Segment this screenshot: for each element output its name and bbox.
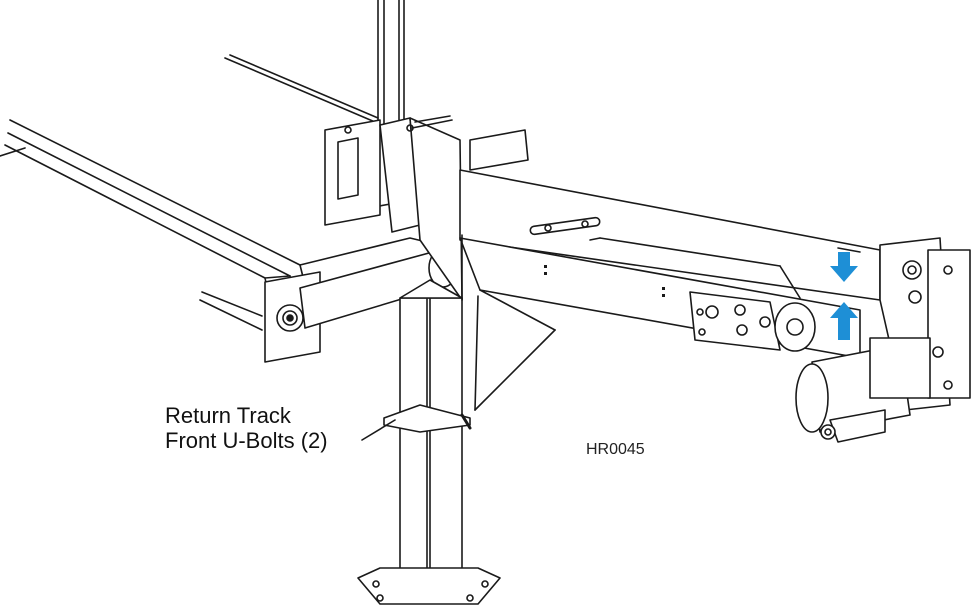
arrow-up-icon xyxy=(830,302,858,340)
callout-label: Return Track Front U-Bolts (2) xyxy=(165,403,328,453)
top-vertical-rods xyxy=(377,0,405,131)
callout-line-1: Return Track xyxy=(165,403,291,428)
support-column xyxy=(357,234,501,605)
u-bolt xyxy=(383,404,472,433)
figure-id: HR0045 xyxy=(586,441,645,458)
upright-plates xyxy=(324,115,463,301)
diagonal-brace xyxy=(474,289,556,411)
callout-leader-line xyxy=(361,419,396,441)
arrow-down-icon xyxy=(830,252,858,282)
tension-assembly xyxy=(689,291,816,352)
right-conveyor-beam xyxy=(459,129,881,359)
callout-line-2: Front U-Bolts (2) xyxy=(165,428,328,453)
upper-guide-rails xyxy=(0,54,379,157)
drive-motor xyxy=(795,337,931,443)
